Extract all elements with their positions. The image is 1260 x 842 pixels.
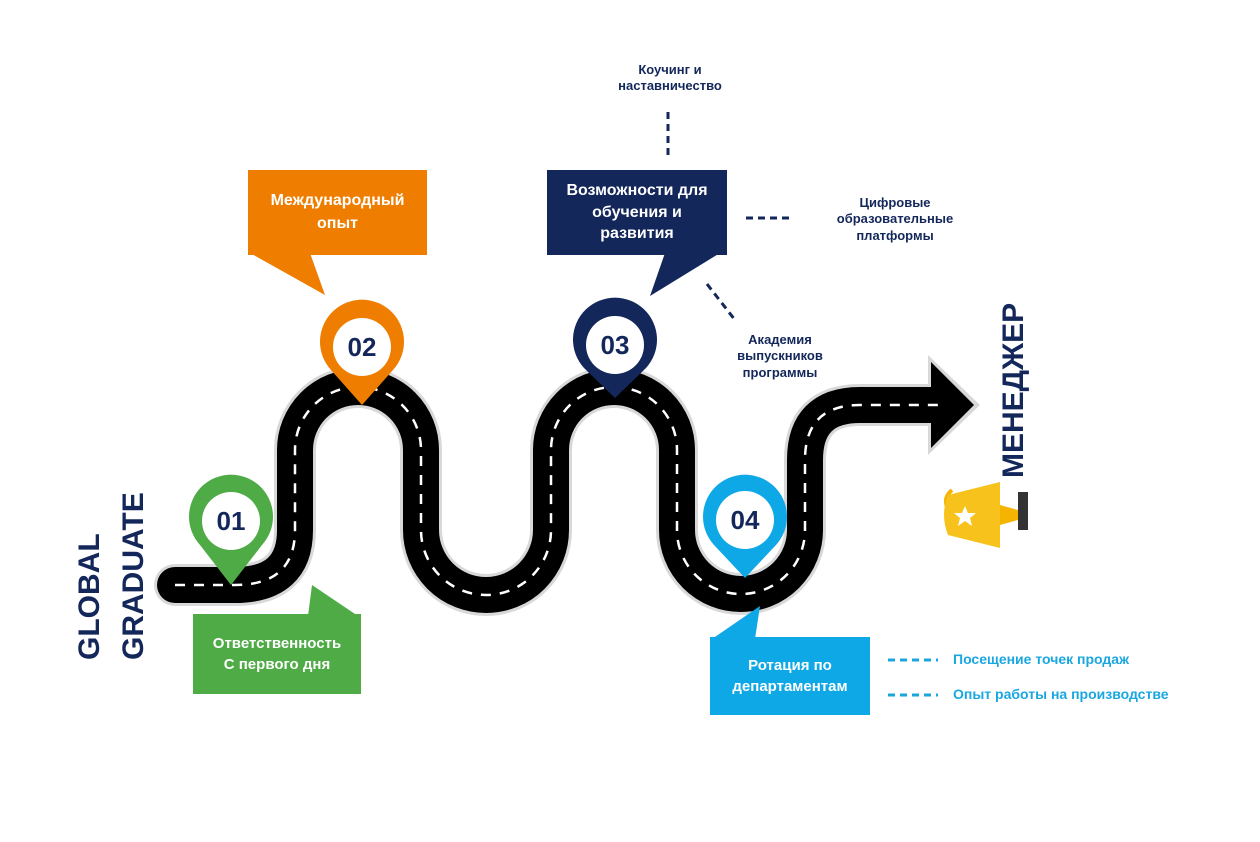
pins: [188, 297, 787, 585]
step-03-label: Возможности для: [566, 182, 708, 200]
step-01-label: Ответственность: [212, 635, 342, 652]
step-03-callout: Возможности для обучения и развития: [547, 170, 727, 255]
title-line2: GRADUATE: [116, 492, 150, 660]
pin-01: [188, 474, 273, 585]
step-04-label-2: департаментам: [732, 678, 848, 695]
step-04-number: 04: [730, 505, 760, 535]
pin-02: [320, 299, 405, 405]
step-04-label: Ротация по: [748, 657, 832, 674]
sales-points-item: Посещение точек продаж: [953, 651, 1129, 667]
pin-04: [702, 474, 787, 578]
step-03-label-3: развития: [600, 225, 674, 243]
trophy-icon: [944, 482, 1028, 548]
road: [154, 355, 980, 616]
title-line1: GLOBAL: [73, 533, 106, 660]
step-01-label-2: С первого дня: [223, 656, 331, 673]
goal-label: МЕНЕДЖЕР: [997, 302, 1030, 478]
step-02-label: Международный: [270, 192, 405, 210]
step-01-number: 01: [216, 506, 246, 536]
callout-shapes: [193, 170, 870, 715]
program-title: GLOBAL GRADUATE: [68, 492, 155, 660]
production-item: Опыт работы на производстве: [953, 686, 1169, 702]
step-02-callout: Международный опыт: [248, 170, 427, 255]
step-02-number: 02: [347, 332, 377, 362]
step-03-label-2: обучения и: [592, 203, 682, 221]
pin-03: [573, 297, 657, 398]
step-04-callout: Ротация по департаментам: [710, 637, 870, 715]
step-01-callout: Ответственность С первого дня: [193, 614, 361, 694]
connector-dashes: [666, 112, 938, 697]
step-02-label-2: опыт: [317, 214, 358, 232]
step-03-number: 03: [600, 330, 630, 360]
